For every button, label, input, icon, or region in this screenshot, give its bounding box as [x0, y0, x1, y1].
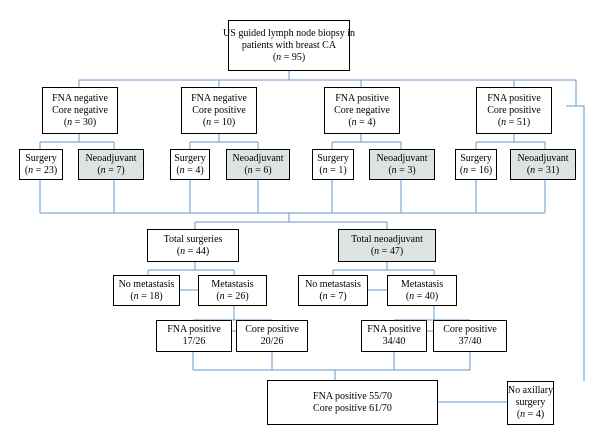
group-line1: FNA negative — [52, 92, 108, 104]
surgery-fna-positive-box: FNA positive 17/26 — [156, 320, 232, 352]
root-line2: patients with breast CA — [241, 39, 337, 51]
surgery-label: Surgery — [317, 152, 349, 164]
fna-positive-label: FNA positive — [367, 324, 421, 335]
metastasis-label: Metastasis — [211, 278, 254, 290]
total-surgeries-box: Total surgeries (n = 44) — [147, 229, 239, 262]
group-line2: Core positive — [487, 104, 541, 116]
neoadjuvant-label: Neoadjuvant — [517, 152, 569, 164]
neo-no-metastasis-box: No metastasis (n = 7) — [298, 275, 368, 306]
group-n: (n = 10) — [202, 116, 236, 128]
group-box-fna-neg-core-pos: FNA negative Core positive (n = 10) — [181, 87, 257, 134]
no-axillary-line1: No axillary — [507, 385, 554, 396]
connector-to-final — [192, 352, 471, 380]
final-fna-line: FNA positive 55/70 — [313, 390, 392, 402]
metastasis-n: (n = 26) — [216, 290, 249, 302]
connector-group2-split — [189, 134, 259, 149]
total-neoadjuvant-label: Total neoadjuvant — [351, 233, 423, 245]
group-line2: Core negative — [334, 104, 390, 116]
surgery-n: (n = 23) — [24, 164, 58, 176]
fna-positive-label: FNA positive — [167, 324, 221, 335]
surgery-box-4: Surgery (n = 16) — [455, 149, 497, 180]
group-n: (n = 4) — [348, 116, 376, 128]
surgery-label: Surgery — [174, 152, 206, 164]
neoadjuvant-box-1: Neoadjuvant (n = 7) — [78, 149, 144, 180]
group-line1: FNA negative — [191, 92, 247, 104]
no-axillary-surgery-box: No axillary surgery (n = 4) — [507, 381, 554, 425]
fna-positive-value: 34/40 — [382, 336, 406, 347]
final-core-line: Core positive 61/70 — [313, 402, 392, 414]
no-axillary-line2: surgery — [515, 397, 546, 408]
connector-root-to-groups — [78, 71, 576, 87]
group-line1: FNA positive — [335, 92, 389, 104]
neoadjuvant-box-2: Neoadjuvant (n = 6) — [226, 149, 290, 180]
surgery-box-3: Surgery (n = 1) — [312, 149, 354, 180]
neo-core-positive-box: Core positive 37/40 — [433, 320, 507, 352]
group-line2: Core negative — [52, 104, 108, 116]
neo-metastasis-box: Metastasis (n = 40) — [387, 275, 457, 306]
connector-surgeries-split — [147, 262, 235, 291]
neoadjuvant-box-4: Neoadjuvant (n = 31) — [510, 149, 576, 180]
no-metastasis-n: (n = 18) — [130, 290, 163, 302]
surgery-n: (n = 16) — [459, 164, 493, 176]
neoadjuvant-box-3: Neoadjuvant (n = 3) — [369, 149, 435, 180]
neoadjuvant-label: Neoadjuvant — [85, 152, 137, 164]
no-metastasis-label: No metastasis — [305, 278, 361, 290]
metastasis-label: Metastasis — [400, 278, 444, 290]
connector-group1-split — [39, 134, 115, 149]
surgery-no-metastasis-box: No metastasis (n = 18) — [113, 275, 180, 306]
core-positive-value: 37/40 — [458, 336, 482, 347]
surgery-n: (n = 1) — [319, 164, 347, 176]
connector-no-axillary — [438, 80, 585, 403]
neoadjuvant-label: Neoadjuvant — [376, 152, 428, 164]
group-line2: Core positive — [192, 104, 246, 116]
neoadjuvant-n: (n = 7) — [97, 164, 125, 176]
connector-metastasis-split-left — [193, 306, 272, 332]
connector-neo-split — [332, 262, 435, 291]
group-n: (n = 51) — [497, 116, 531, 128]
connector-group3-split — [331, 134, 402, 149]
neoadjuvant-n: (n = 31) — [526, 164, 560, 176]
total-surgeries-n: (n = 44) — [176, 245, 210, 257]
surgery-box-2: Surgery (n = 4) — [170, 149, 210, 180]
surgery-box-1: Surgery (n = 23) — [19, 149, 63, 180]
connector-group4-split — [475, 134, 546, 149]
total-neoadjuvant-n: (n = 47) — [370, 245, 404, 257]
total-neoadjuvant-box: Total neoadjuvant (n = 47) — [338, 229, 436, 262]
root-box: US guided lymph node biopsy in patients … — [223, 20, 355, 71]
surgery-core-positive-box: Core positive 20/26 — [236, 320, 308, 352]
neoadjuvant-n: (n = 3) — [388, 164, 416, 176]
group-n: (n = 30) — [63, 116, 97, 128]
neoadjuvant-label: Neoadjuvant — [232, 152, 284, 164]
neo-fna-positive-box: FNA positive 34/40 — [361, 320, 427, 352]
metastasis-n: (n = 40) — [405, 290, 439, 302]
surgery-label: Surgery — [460, 152, 492, 164]
core-positive-label: Core positive — [443, 324, 497, 335]
group-box-fna-pos-core-pos: FNA positive Core positive (n = 51) — [476, 87, 552, 134]
fna-positive-value: 17/26 — [182, 336, 206, 347]
connector-leaves-collect — [39, 180, 546, 229]
surgery-label: Surgery — [25, 152, 57, 164]
surgery-metastasis-box: Metastasis (n = 26) — [198, 275, 267, 306]
total-surgeries-label: Total surgeries — [163, 233, 223, 245]
no-axillary-n: (n = 4) — [516, 409, 545, 420]
final-summary-box: FNA positive 55/70 Core positive 61/70 — [267, 380, 438, 425]
root-line1: US guided lymph node biopsy in — [223, 27, 355, 39]
surgery-n: (n = 4) — [176, 164, 204, 176]
core-positive-label: Core positive — [245, 324, 299, 335]
no-metastasis-n: (n = 7) — [319, 290, 347, 302]
neoadjuvant-n: (n = 6) — [244, 164, 272, 176]
group-box-fna-neg-core-neg: FNA negative Core negative (n = 30) — [42, 87, 118, 134]
core-positive-value: 20/26 — [260, 336, 284, 347]
root-n: (n = 95) — [272, 51, 306, 63]
group-line1: FNA positive — [487, 92, 541, 104]
no-metastasis-label: No metastasis — [118, 278, 175, 290]
group-box-fna-pos-core-neg: FNA positive Core negative (n = 4) — [324, 87, 400, 134]
